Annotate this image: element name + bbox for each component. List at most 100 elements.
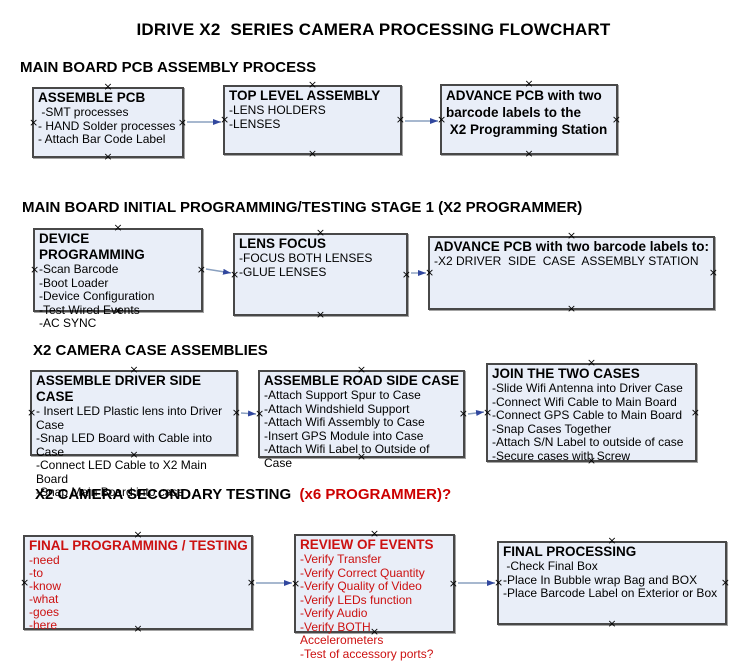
box-line: -Verify Correct Quantity: [300, 565, 425, 580]
box-title: REVIEW OF EVENTS: [300, 537, 434, 552]
connection-point-marker: ×: [448, 576, 458, 590]
box-line: -Snap LED Board with Cable into Case: [36, 431, 216, 459]
connection-point-marker: ×: [315, 308, 326, 321]
connection-point-marker: ×: [230, 267, 240, 281]
box-title: ASSEMBLE DRIVER SIDE CASE: [36, 373, 205, 404]
connection-point-marker: ×: [401, 267, 411, 281]
box-line: -Verify LEDs function: [300, 592, 413, 607]
box-line: - Attach Bar Code Label: [38, 132, 166, 146]
box-line: -here: [29, 618, 58, 632]
flow-box-lens-focus: × × × × LENS FOCUS -FOCUS BOTH LENSES -G…: [230, 227, 411, 321]
box-line: -Verify BOTH Accelerometers: [300, 619, 384, 647]
box-line: -X2 DRIVER SIDE CASE ASSEMBLY STATION: [434, 254, 699, 268]
section-heading-secondary-testing-black: X2 CAMERA SECONDARY TESTING: [35, 486, 292, 503]
connection-point-marker: ×: [103, 150, 113, 163]
connection-point-marker: ×: [611, 112, 621, 126]
connection-point-marker: ×: [291, 576, 301, 590]
connection-point-marker: ×: [20, 575, 30, 589]
box-title: FINAL PROGRAMMING / TESTING: [29, 538, 248, 553]
box-title: ASSEMBLE ROAD SIDE CASE: [264, 373, 460, 388]
box-line: -Connect LED Cable to X2 Main Board: [36, 458, 211, 486]
connection-point-marker: ×: [29, 115, 39, 129]
box-line: -Verify Quality of Video: [300, 579, 422, 593]
connection-point-marker: ×: [483, 405, 493, 419]
connection-point-marker: ×: [524, 147, 534, 160]
connection-point-marker: ×: [566, 302, 577, 315]
connection-point-marker: ×: [494, 576, 504, 589]
connection-point-marker: ×: [395, 113, 405, 126]
connection-point-marker: ×: [231, 406, 241, 419]
flow-box-device-programming: × × × × DEVICE PROGRAMMING -Scan Barcode…: [30, 222, 206, 330]
box-line: -LENSES: [229, 116, 281, 131]
flow-box-final-processing: × × × × FINAL PROCESSING -Check Final Bo…: [494, 535, 730, 630]
section-heading-pcb-assembly: MAIN BOARD PCB ASSEMBLY PROCESS: [20, 59, 317, 76]
flow-box-final-programming-testing: × × × × FINAL PROGRAMMING / TESTING -nee…: [20, 529, 256, 634]
box-line: -Verify Transfer: [300, 552, 382, 566]
connection-point-marker: ×: [607, 617, 617, 630]
box-line: -Attach Support Spur to Case: [264, 388, 421, 402]
box-line: -Connect Wifi Cable to Main Board: [492, 394, 677, 409]
box-line: -Insert GPS Module into Case: [264, 428, 424, 443]
page-title: IDRIVE X2 SERIES CAMERA PROCESSING FLOWC…: [136, 20, 611, 39]
section-heading-secondary-testing-red: (x6 PROGRAMMER)?: [291, 486, 452, 503]
box-line: -Connect GPS Cable to Main Board: [492, 408, 683, 422]
box-title: ADVANCE PCB with two: [446, 88, 602, 103]
box-line: -know: [29, 579, 62, 593]
box-title: ADVANCE PCB with two barcode labels to:: [434, 239, 710, 254]
flow-box-assemble-road-side-case: × × × × ASSEMBLE ROAD SIDE CASE -Attach …: [255, 364, 468, 469]
box-line: -Test of accessory ports?: [300, 646, 434, 661]
box-title: barcode labels to the: [446, 105, 582, 120]
connection-point-marker: ×: [246, 575, 256, 589]
flow-box-review-of-events: × × × × REVIEW OF EVENTS -Verify Transfe…: [291, 528, 458, 660]
connection-point-marker: ×: [220, 113, 230, 126]
box-title: JOIN THE TWO CASES: [492, 366, 640, 381]
connection-point-marker: ×: [720, 576, 730, 589]
box-line: -FOCUS BOTH LENSES: [239, 251, 373, 265]
flow-box-advance-pcb-programming-station: × × × × ADVANCE PCB with two barcode lab…: [437, 78, 621, 160]
box-line: -need: [29, 553, 60, 567]
box-title: DEVICE PROGRAMMING: [39, 231, 145, 262]
box-line: -Device Configuration: [39, 289, 155, 303]
box-line: -Boot Loader: [39, 275, 109, 290]
connection-point-marker: ×: [30, 263, 40, 276]
box-line: -Snap Main Board into case: [36, 485, 185, 499]
section-heading-secondary-testing: X2 CAMERA SECONDARY TESTING (x6 PROGRAMM…: [35, 486, 451, 503]
box-line: -Verify Audio: [300, 606, 368, 620]
box-title: TOP LEVEL ASSEMBLY: [229, 88, 381, 103]
box-line: -SMT processes: [38, 105, 129, 119]
box-line: -Scan Barcode: [39, 262, 119, 276]
connection-point-marker: ×: [425, 266, 435, 279]
box-line: -Attach Windshield Support: [264, 401, 410, 416]
box-line: -Snap Cases Together: [492, 421, 612, 436]
connection-point-marker: ×: [27, 406, 37, 419]
section-heading-case-assemblies: X2 CAMERA CASE ASSEMBLIES: [33, 342, 268, 359]
box-line: -Attach Wifi Assembly to Case: [264, 415, 425, 429]
connection-point-marker: ×: [255, 407, 265, 420]
connection-point-marker: ×: [196, 263, 206, 276]
section-heading-initial-programming: MAIN BOARD INITIAL PROGRAMMING/TESTING S…: [22, 199, 583, 216]
box-title: FINAL PROCESSING: [503, 544, 637, 559]
connection-point-marker: ×: [458, 407, 468, 420]
flow-arrow: [240, 410, 257, 417]
box-title: X2 Programming Station: [446, 122, 608, 137]
box-line: -to: [29, 566, 44, 580]
flow-box-assemble-driver-side-case: × × × × ASSEMBLE DRIVER SIDE CASE - Inse…: [27, 364, 241, 499]
box-line: -Place In Bubble wrap Bag and BOX: [503, 572, 698, 587]
connection-point-marker: ×: [307, 147, 318, 160]
flow-box-assemble-pcb: × × × × ASSEMBLE PCB -SMT processes - HA…: [29, 81, 187, 163]
connection-point-marker: ×: [708, 266, 718, 279]
flow-box-join-the-two-cases: × × × × JOIN THE TWO CASES -Slide Wifi A…: [483, 357, 700, 466]
box-title: ASSEMBLE PCB: [38, 90, 146, 105]
connection-point-marker: ×: [690, 405, 700, 419]
box-line: - Insert LED Plastic lens into Driver Ca…: [36, 404, 226, 432]
box-line: - HAND Solder processes: [38, 118, 176, 133]
box-line: -Secure cases with Screw: [492, 448, 631, 463]
box-line: -what: [29, 592, 59, 606]
box-line: -Test Wired Events: [39, 302, 140, 317]
flow-box-advance-pcb-driver-side: × × × × ADVANCE PCB with two barcode lab…: [425, 230, 718, 315]
box-line: -Slide Wifi Antenna into Driver Case: [492, 381, 683, 395]
connection-point-marker: ×: [437, 112, 447, 126]
box-line: -AC SYNC: [39, 316, 97, 330]
box-line: -LENS HOLDERS: [229, 103, 326, 117]
